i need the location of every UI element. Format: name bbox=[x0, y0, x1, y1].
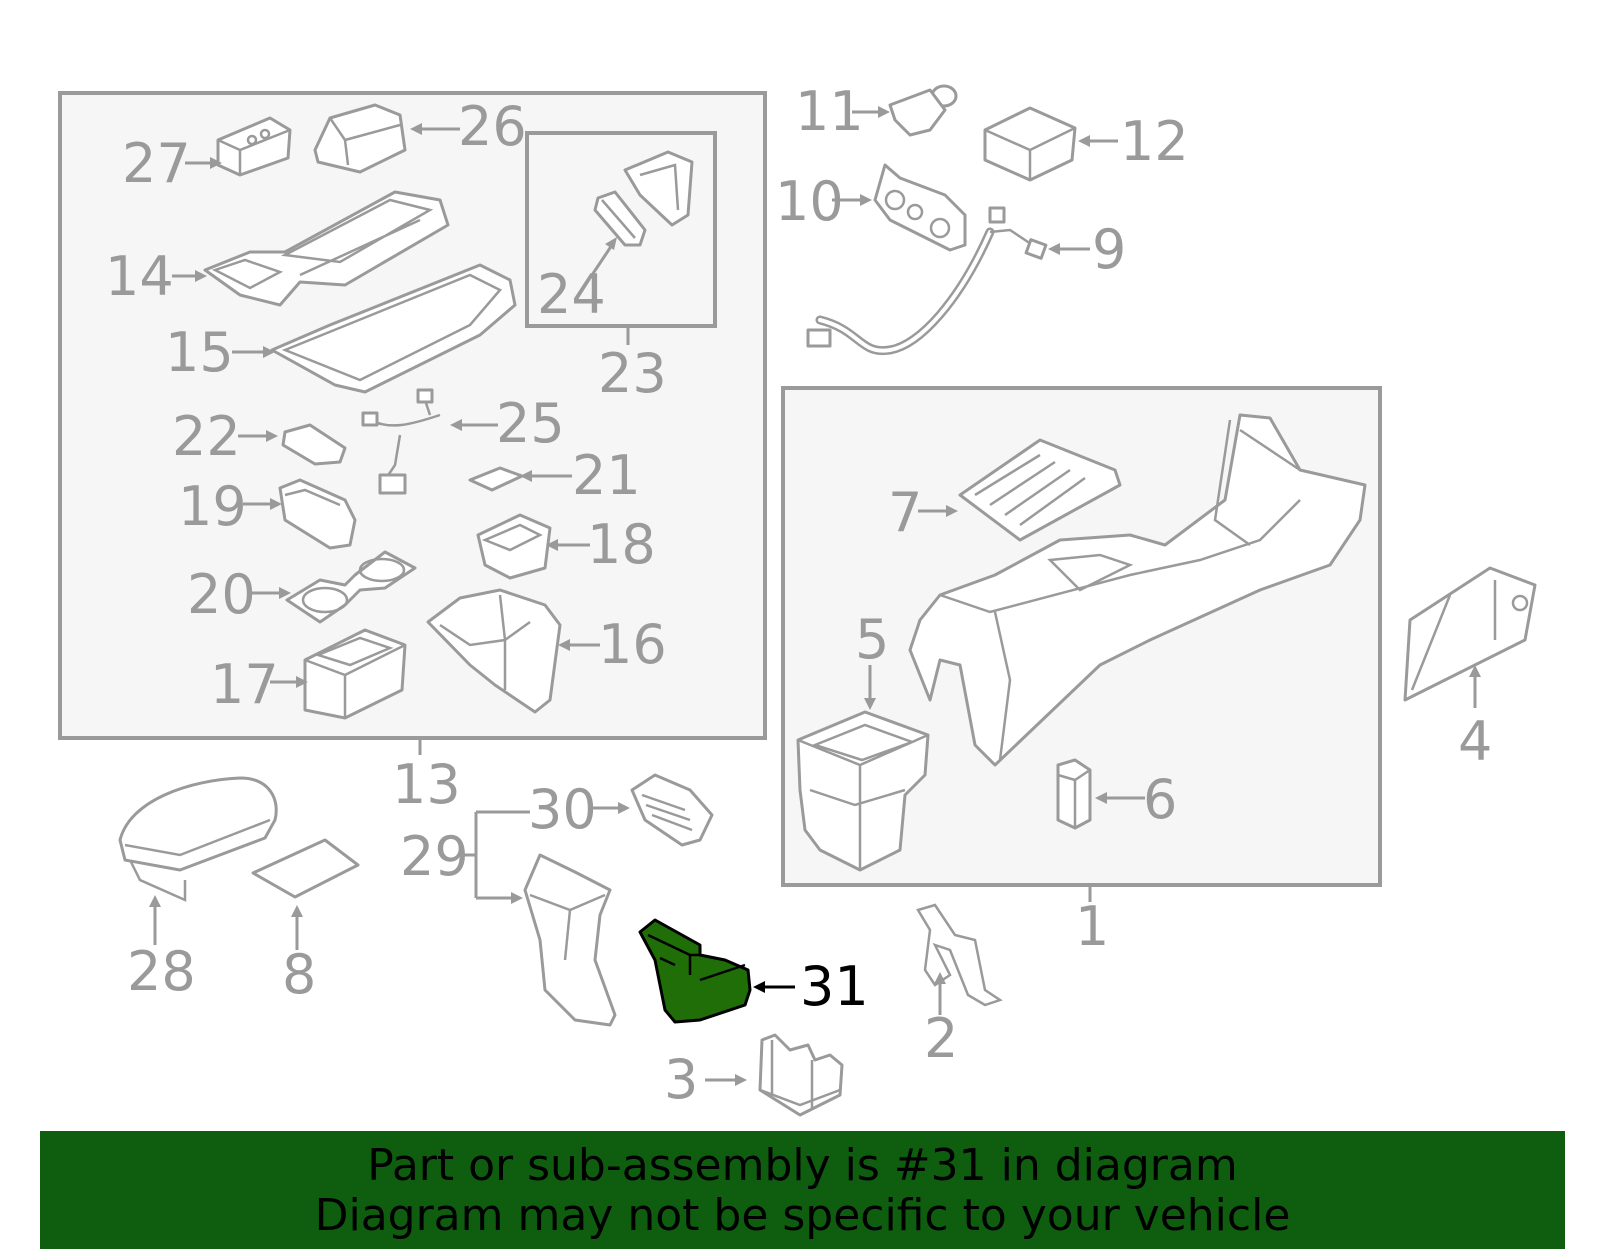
group-box-23 bbox=[525, 131, 717, 328]
callout-13: 13 bbox=[392, 753, 461, 816]
info-banner: Part or sub-assembly is #31 in diagram D… bbox=[40, 1131, 1565, 1249]
part-16 bbox=[426, 588, 562, 714]
callout-11: 11 bbox=[795, 80, 864, 143]
part-23-pocket bbox=[623, 150, 694, 227]
part-5 bbox=[796, 710, 930, 872]
callout-2: 2 bbox=[924, 1007, 958, 1070]
callout-21: 21 bbox=[572, 444, 641, 507]
part-18 bbox=[476, 513, 552, 580]
part-9 bbox=[806, 206, 1048, 356]
part-3 bbox=[758, 1033, 844, 1117]
callout-6: 6 bbox=[1143, 768, 1177, 831]
part-19 bbox=[278, 478, 357, 550]
callout-19: 19 bbox=[178, 475, 247, 538]
callout-28: 28 bbox=[127, 940, 196, 1003]
callout-25: 25 bbox=[496, 392, 565, 455]
callout-5: 5 bbox=[855, 608, 889, 671]
part-27 bbox=[216, 116, 292, 177]
callout-12: 12 bbox=[1120, 110, 1189, 173]
callout-1: 1 bbox=[1075, 895, 1109, 958]
callout-24: 24 bbox=[537, 263, 606, 326]
banner-line-1: Part or sub-assembly is #31 in diagram bbox=[367, 1140, 1238, 1191]
leader-lines bbox=[149, 106, 1481, 1086]
callout-10: 10 bbox=[775, 170, 844, 233]
callout-23: 23 bbox=[598, 342, 667, 405]
part-6 bbox=[1056, 758, 1092, 830]
callout-labels: 27 26 14 15 24 23 22 25 21 19 18 20 16 1… bbox=[105, 80, 1492, 1111]
part-11 bbox=[888, 84, 958, 137]
callout-3: 3 bbox=[664, 1048, 698, 1111]
callout-8: 8 bbox=[282, 943, 316, 1006]
part-2 bbox=[916, 903, 1003, 1007]
part-25 bbox=[361, 388, 441, 495]
part-12 bbox=[983, 106, 1077, 182]
callout-17: 17 bbox=[210, 653, 279, 716]
part-15 bbox=[270, 263, 517, 394]
callout-7: 7 bbox=[888, 481, 922, 544]
callout-31: 31 bbox=[800, 955, 869, 1018]
callout-16: 16 bbox=[598, 613, 667, 676]
callout-14: 14 bbox=[105, 245, 174, 308]
part-24 bbox=[593, 190, 647, 247]
part-29 bbox=[523, 853, 617, 1027]
callout-15: 15 bbox=[165, 321, 234, 384]
part-31 bbox=[638, 918, 752, 1024]
callout-20: 20 bbox=[187, 563, 256, 626]
part-10 bbox=[873, 163, 967, 252]
banner-line-2: Diagram may not be specific to your vehi… bbox=[314, 1190, 1291, 1241]
callout-18: 18 bbox=[587, 513, 656, 576]
part-7 bbox=[958, 438, 1122, 542]
part-26 bbox=[313, 103, 407, 174]
callout-4: 4 bbox=[1458, 710, 1492, 773]
part-14 bbox=[203, 190, 450, 307]
callout-30: 30 bbox=[528, 778, 597, 841]
part-1-console bbox=[908, 413, 1367, 767]
callout-29: 29 bbox=[400, 825, 469, 888]
part-8 bbox=[251, 838, 360, 899]
part-30 bbox=[630, 773, 714, 847]
part-20 bbox=[285, 550, 417, 624]
part-28 bbox=[118, 776, 278, 902]
callout-9: 9 bbox=[1092, 218, 1126, 281]
part-31-highlight bbox=[638, 918, 752, 1024]
part-4 bbox=[1403, 566, 1537, 702]
part-22 bbox=[281, 423, 347, 466]
part-17 bbox=[303, 628, 407, 720]
callout-22: 22 bbox=[172, 405, 241, 468]
callout-27: 27 bbox=[122, 132, 191, 195]
callout-26: 26 bbox=[458, 95, 527, 158]
